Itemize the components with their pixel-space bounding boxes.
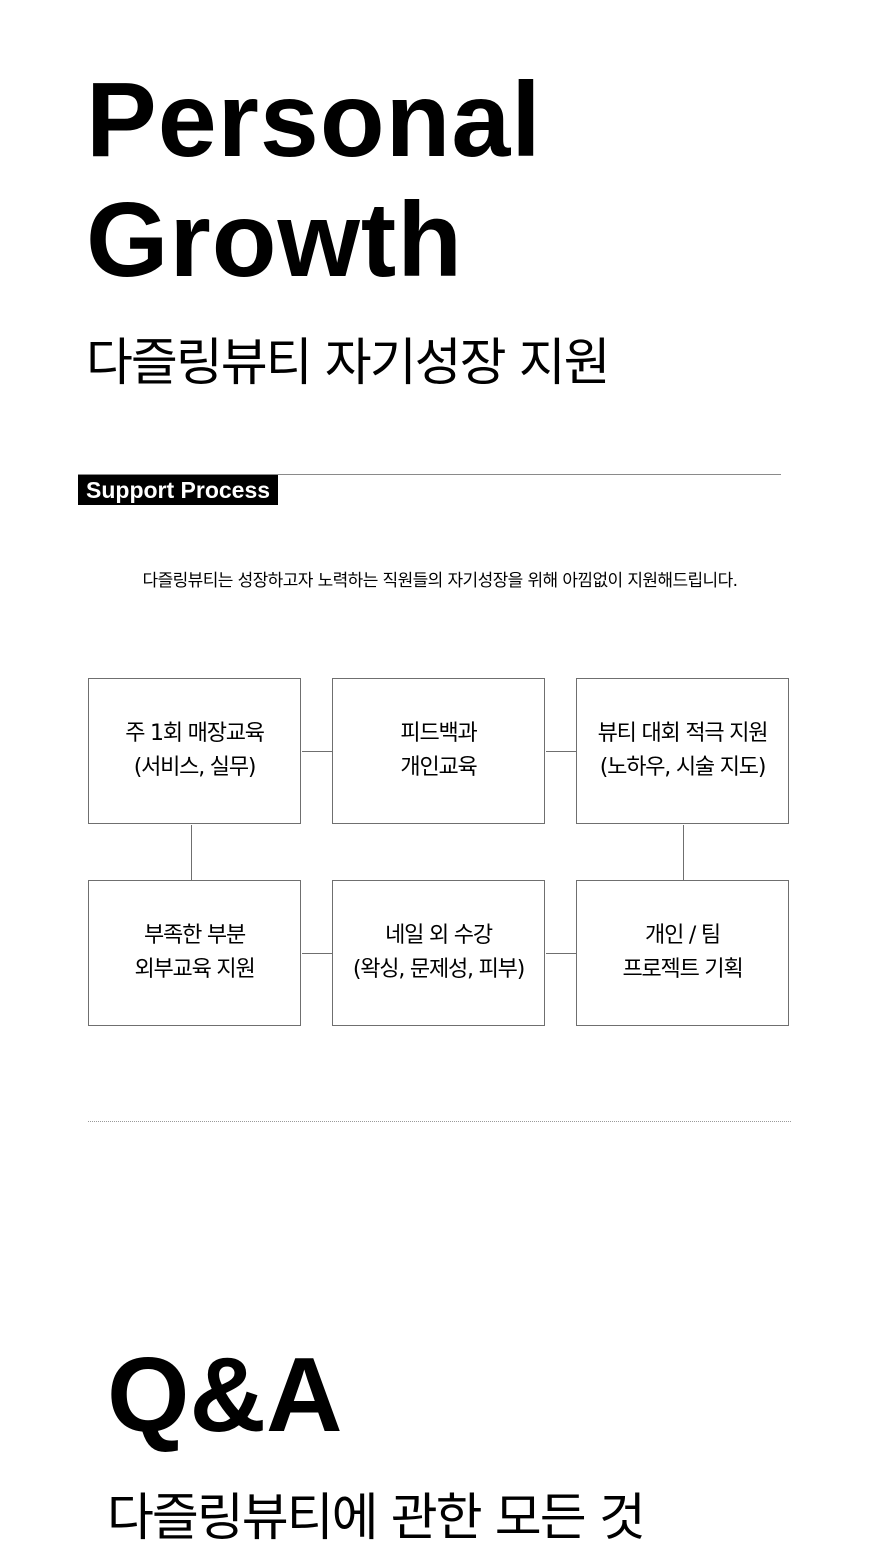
hero-title: Personal Growth [86,60,542,300]
process-step-weekly-store-training: 주 1회 매장교육 (서비스, 실무) [88,678,301,824]
connector-5-6 [546,953,576,954]
connector-2-3 [546,751,576,752]
process-step-project-planning: 개인 / 팀 프로젝트 기획 [576,880,789,1026]
process-step-line1: 주 1회 매장교육 [125,721,265,746]
support-intro-text: 다즐링뷰티는 성장하고자 노력하는 직원들의 자기성장을 위해 아낌없이 지원해… [142,571,739,591]
connector-3-6 [683,825,684,880]
hero-subtitle: 다즐링뷰티 자기성장 지원 [86,334,611,393]
process-step-line2: (서비스, 실무) [133,755,257,780]
process-step-line2: 외부교육 지원 [134,957,255,982]
process-step-line2: 개인교육 [400,755,477,780]
process-step-line1: 부족한 부분 [144,923,246,948]
process-step-extra-courses: 네일 외 수강 (왁싱, 문제성, 피부) [332,880,545,1026]
hero-title-line1: Personal [86,61,542,179]
section-divider [78,474,781,475]
support-process-label: Support Process [78,475,279,505]
qa-subtitle: 다즐링뷰티에 관한 모든 것 [107,1489,646,1548]
bottom-divider [88,1121,791,1122]
process-step-line1: 피드백과 [400,721,477,746]
process-step-line2: 프로젝트 기획 [622,957,743,982]
process-step-line1: 네일 외 수강 [385,923,493,948]
process-step-line2: (왁싱, 문제성, 피부) [352,957,525,982]
process-step-line2: (노하우, 시술 지도) [599,755,767,780]
qa-title: Q&A [107,1336,343,1454]
connector-4-5 [302,953,332,954]
process-step-line1: 뷰티 대회 적극 지원 [597,721,769,746]
process-step-external-training: 부족한 부분 외부교육 지원 [88,880,301,1026]
hero-title-line2: Growth [86,181,463,299]
process-step-contest-support: 뷰티 대회 적극 지원 (노하우, 시술 지도) [576,678,789,824]
process-step-line1: 개인 / 팀 [645,923,721,948]
connector-1-2 [302,751,332,752]
connector-1-4 [191,825,192,880]
process-step-feedback-training: 피드백과 개인교육 [332,678,545,824]
